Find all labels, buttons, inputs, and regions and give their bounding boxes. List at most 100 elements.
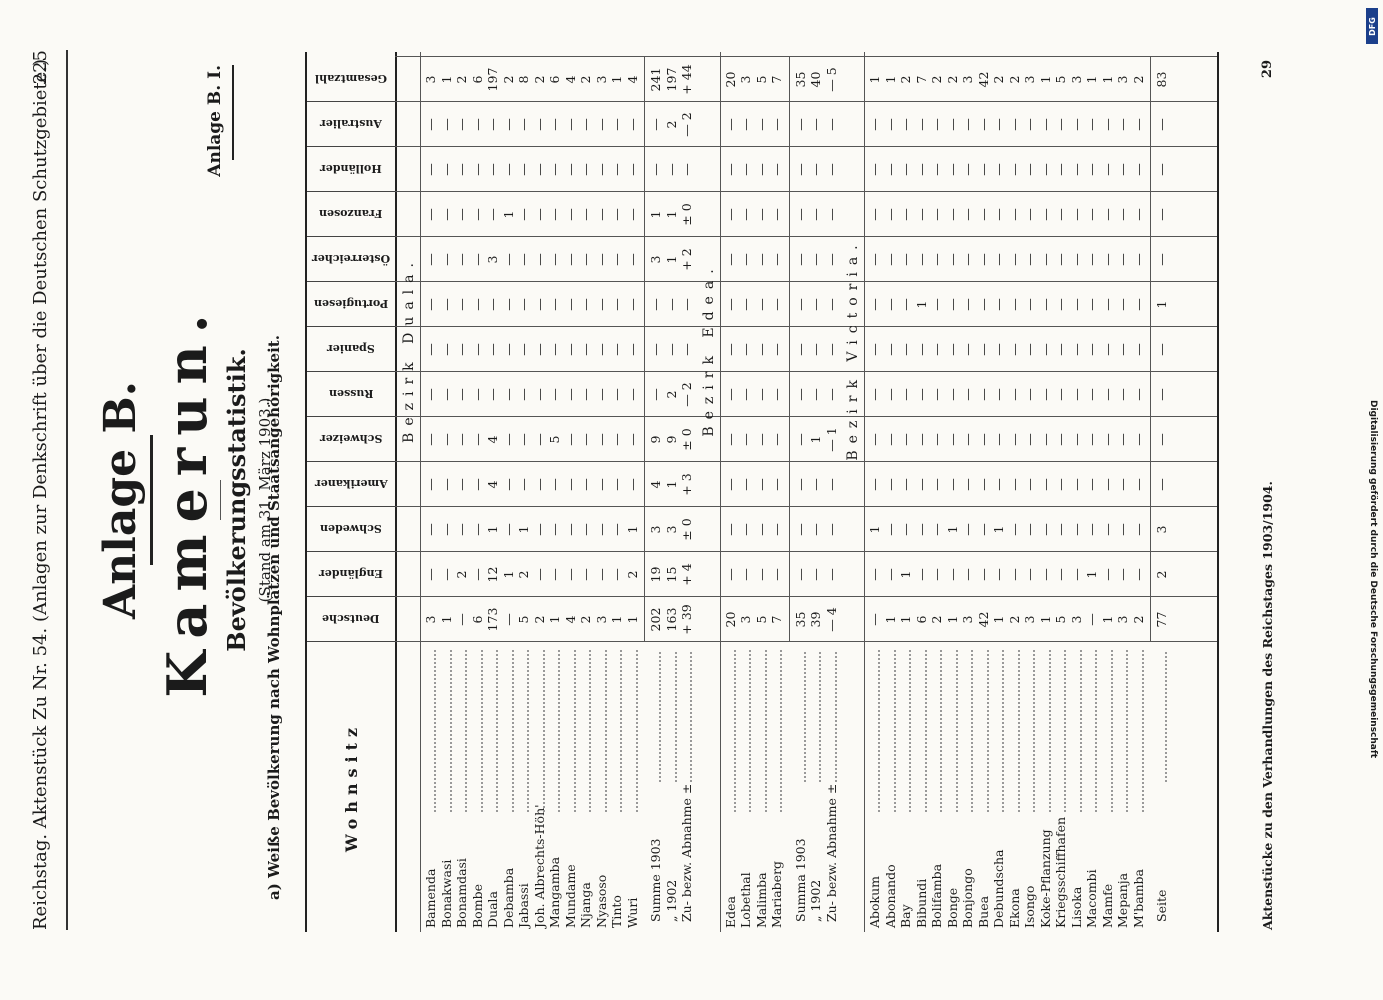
- table-cell: —: [975, 298, 991, 311]
- table-cell: 2: [1130, 615, 1146, 624]
- table-cell: —: [792, 298, 808, 311]
- place-name: Njanga: [578, 882, 593, 928]
- table-cell: —: [929, 343, 944, 356]
- table-cell: —: [1130, 523, 1146, 536]
- leader-dots: [733, 650, 736, 812]
- table-cell: —: [438, 118, 454, 131]
- table-cell: —: [991, 433, 1006, 446]
- table-cell: 1: [867, 75, 882, 84]
- table-cell: 1: [808, 435, 823, 444]
- table-cell: 12: [485, 566, 500, 583]
- table-cell: —: [1053, 118, 1068, 131]
- table-cell: —: [1053, 568, 1068, 581]
- table-cell: —: [1154, 343, 1169, 356]
- table-cell: —: [1053, 523, 1068, 536]
- column-header: Schweden: [307, 506, 395, 552]
- table-cell: —: [944, 343, 960, 356]
- table-cell: —: [898, 118, 913, 131]
- column-header-label: Portugiesen: [313, 297, 389, 310]
- table-cell: 2: [578, 75, 593, 84]
- table-cell: —: [1154, 433, 1169, 446]
- table-cell: 35: [792, 611, 808, 628]
- place-name: Malimba: [753, 872, 769, 928]
- table-cell: —: [578, 163, 593, 176]
- table-cell: —: [1022, 118, 1037, 131]
- table-cell: —: [944, 208, 960, 221]
- table-cell: —: [722, 523, 738, 536]
- leader-dots: [465, 650, 467, 812]
- summary-label: Summa 1903: [792, 838, 808, 922]
- table-cell: —: [438, 568, 454, 581]
- table-cell: —: [516, 253, 531, 266]
- table-cell: —: [1006, 208, 1022, 221]
- leader-dots: [674, 652, 677, 782]
- table-cell: —: [823, 208, 839, 221]
- table-cell: —: [738, 343, 753, 356]
- table-cell: —: [423, 433, 438, 446]
- table-cell: —: [898, 253, 913, 266]
- table-cell: 7: [769, 615, 784, 624]
- table-cell: —: [882, 523, 898, 536]
- table-cell: —: [1022, 253, 1037, 266]
- header-bottom-rule: [395, 52, 397, 932]
- table-cell: —: [1068, 208, 1084, 221]
- table-cell: —: [991, 208, 1006, 221]
- table-cell: 3: [593, 75, 609, 84]
- table-cell: —: [960, 478, 975, 491]
- table-cell: —: [1130, 478, 1146, 491]
- table-cell: —: [722, 298, 738, 311]
- table-cell: —: [593, 568, 609, 581]
- table-cell: —: [823, 253, 839, 266]
- table-cell: 3: [1115, 615, 1130, 624]
- table-cell: —: [469, 523, 485, 536]
- table-cell: —: [1006, 433, 1022, 446]
- table-cell: —: [808, 568, 823, 581]
- table-cell: —: [738, 478, 753, 491]
- table-cell: —: [738, 523, 753, 536]
- table-cell: —: [578, 568, 593, 581]
- table-cell: —: [913, 343, 929, 356]
- table-cell: —: [991, 118, 1006, 131]
- table-cell: —: [738, 298, 753, 311]
- table-cell: —: [562, 568, 578, 581]
- table-cell: —: [882, 388, 898, 401]
- table-cell: —: [500, 433, 516, 446]
- table-cell: —: [960, 118, 975, 131]
- table-cell: —: [944, 118, 960, 131]
- column-header-label: Spanier: [327, 342, 375, 355]
- table-cell: —: [609, 478, 624, 491]
- table-cell: —: [1068, 118, 1084, 131]
- table-cell: —: [624, 253, 640, 266]
- table-cell: —: [722, 208, 738, 221]
- table-cell: 3: [1022, 615, 1037, 624]
- table-cell: —: [578, 433, 593, 446]
- table-cell: —: [960, 343, 975, 356]
- table-cell: —: [593, 343, 609, 356]
- table-cell: — 4: [823, 607, 839, 632]
- table-cell: —: [1084, 208, 1099, 221]
- leader-dots: [690, 652, 692, 782]
- table-cell: —: [1084, 388, 1099, 401]
- table-cell: 1: [624, 615, 640, 624]
- table-cell: —: [1115, 388, 1130, 401]
- table-cell: 5: [753, 75, 769, 84]
- table-cell: 39: [808, 611, 823, 628]
- table-cell: — 5: [823, 67, 839, 92]
- table-cell: —: [898, 523, 913, 536]
- table-cell: 20: [722, 611, 738, 628]
- table-cell: 1: [1099, 615, 1115, 624]
- table-cell: —: [1006, 118, 1022, 131]
- district-rule: [420, 52, 421, 932]
- table-cell: —: [1022, 388, 1037, 401]
- table-cell: 1: [913, 300, 929, 309]
- table-cell: —: [562, 298, 578, 311]
- table-cell: —: [469, 118, 485, 131]
- page-number: 225: [30, 50, 51, 85]
- table-cell: —: [562, 343, 578, 356]
- table-cell: —: [1037, 253, 1053, 266]
- table-cell: 3: [593, 615, 609, 624]
- table-cell: —: [578, 118, 593, 131]
- table-cell: —: [1037, 298, 1053, 311]
- table-cell: —: [1130, 433, 1146, 446]
